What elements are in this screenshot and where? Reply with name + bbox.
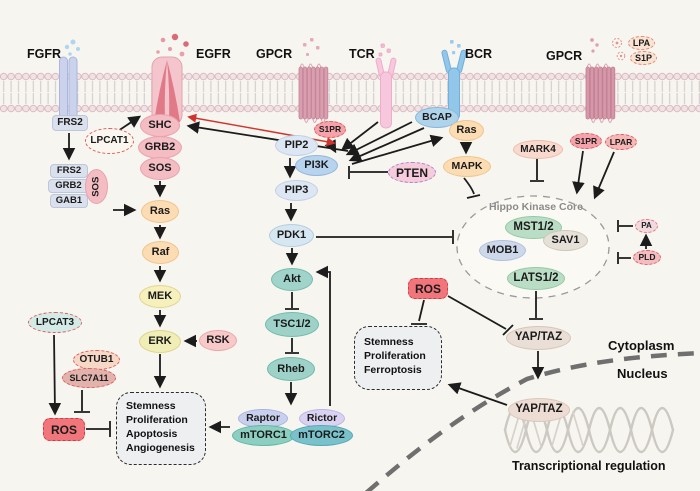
inhibit-ros-box2 [411,299,427,325]
cell-membrane [0,70,700,115]
sos-node: SOS [140,157,180,180]
arrow-tcr-to-pi3k-1 [341,121,379,151]
yaptaz-cytoplasm-node: YAP/TAZ [506,326,571,350]
inhibit-slc7a11-ros [74,390,90,413]
pten-node: PTEN [388,162,436,183]
pdk1-node: PDK1 [269,224,314,247]
bcr-label: BCR [465,47,493,61]
raf-node: Raf [142,241,179,264]
arrow-s1pr-to-hippo [572,150,585,195]
ros-right-node: ROS [408,278,448,299]
mek-node: MEK [139,285,181,308]
otub1-node: OTUB1 [73,350,120,370]
arrow-lpcat3-to-ros [48,334,62,416]
gpcr-left-label: GPCR [256,47,293,61]
arrow-mtorc2-to-akt [315,265,331,406]
pld-node: PLD [633,250,661,265]
lpar-node: LPAR [605,134,637,150]
cytoplasm-label: Cytoplasm [608,338,675,353]
egfr-receptor-icon [151,33,189,126]
inhibit-ros-box1 [86,421,111,437]
hippo-core-label: Hippo Kinase Core [489,201,583,213]
mtorc2-node: mTORC2 [290,425,353,446]
egfr-label: EGFR [196,47,231,61]
transcriptional-regulation-label: Transcriptional regulation [512,459,666,473]
bcap-node: BCAP [415,107,459,128]
inhibit-pdk1-hippo [316,230,454,244]
inhibit-tsc-rheb [285,338,299,354]
lats12-node: LATS1/2 [507,267,565,290]
arrow-lpcat1-to-egfr [117,115,142,132]
s1p-node: S1P [630,51,657,65]
nucleus-label: Nucleus [617,366,668,381]
akt-node: Akt [271,268,313,291]
inhibit-pten-pi3k [348,166,388,179]
gpcr-right-label: GPCR [546,49,583,63]
fgfr-receptor-icon [59,39,80,124]
arrow-pip2-to-shc [186,121,349,152]
lpcat3-node: LPCAT3 [28,312,82,333]
complex-frs2-node: FRS2 [50,164,88,178]
pi3k-node: PI3K [295,155,338,176]
arrow-nuc-yaptaz-to-box2 [447,382,508,406]
gpcr-right-receptor-icon [585,38,626,123]
nuclear-envelope [364,350,700,491]
complex-sos-node: SOS [85,169,108,204]
frs2-membrane-node: FRS2 [52,115,88,131]
ras-right-node: Ras [449,120,484,141]
arrow-tcr-to-pi3k-2 [345,121,413,156]
shc-node: SHC [140,114,180,137]
lpa-node: LPA [628,36,655,50]
mark4-node: MARK4 [513,140,563,159]
inhibit-akt-tsc [285,292,299,310]
sav1-node: SAV1 [543,230,588,251]
outcome-box-ferroptosis: Stemness Proliferation Ferroptosis [354,326,442,390]
arrow-lpar-to-hippo [593,151,615,200]
inhibit-mapk-hippo [463,177,481,199]
inhibit-lats-yaptaz [529,291,543,320]
complex-gab1-node: GAB1 [50,194,88,208]
inhibit-pa-hippo [617,220,633,232]
s1pr-right-node: S1PR [570,133,602,149]
grb2-node: GRB2 [138,136,182,159]
mtorc1-node: mTORC1 [232,425,295,446]
tsc12-node: TSC1/2 [265,312,319,337]
inhibit-pld-hippo [617,252,631,264]
bcr-receptor-icon [441,40,467,121]
hippo-kinase-core-ellipse [456,195,610,299]
outcome-box-angiogenesis: Stemness Proliferation Apoptosis Angioge… [116,392,206,465]
pip2-node: PIP2 [275,135,318,156]
ros-left-node: ROS [43,418,85,441]
yaptaz-nucleus-node: YAP/TAZ [508,398,570,422]
inhibit-ros-yaptaz [447,295,514,336]
fgfr-label: FGFR [27,47,62,61]
mob1-node: MOB1 [479,240,526,261]
mapk-node: MAPK [443,156,491,177]
signal-arrows [48,115,653,437]
rsk-node: RSK [199,330,237,351]
tcr-label: TCR [349,47,375,61]
gpcr-left-receptor-icon [298,38,329,123]
slc7a11-node: SLC7A11 [62,368,116,388]
complex-grb2-node: GRB2 [48,179,89,193]
arrow-pi3k-to-ras [351,134,444,165]
erk-node: ERK [139,330,181,353]
s1pr-left-node: S1PR [314,121,346,138]
rheb-node: Rheb [267,357,315,381]
tcr-receptor-icon [375,43,397,129]
pa-node: PA [635,219,658,233]
pip3-node: PIP3 [275,180,318,201]
ras-left-node: Ras [141,200,179,223]
lpcat1-node: LPCAT1 [85,128,134,154]
arrow-bcap-to-pi3k [348,127,425,162]
